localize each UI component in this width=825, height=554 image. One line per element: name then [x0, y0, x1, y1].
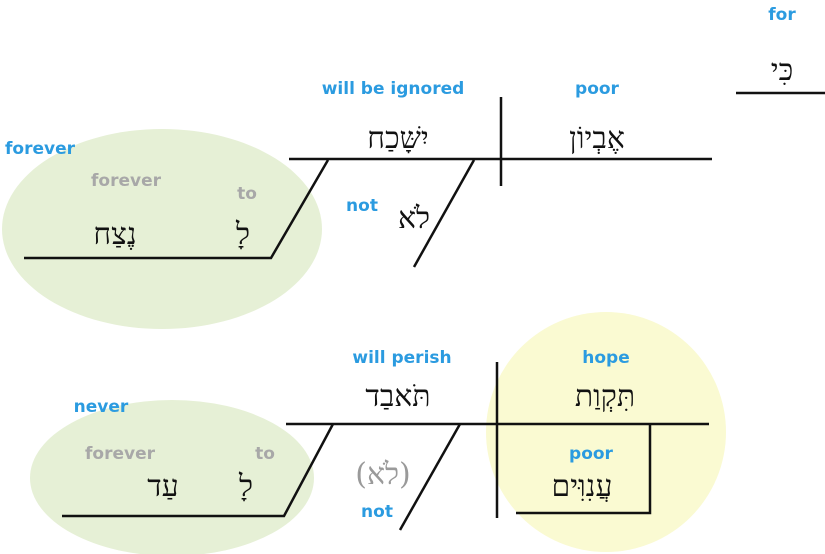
- preposition-hebrew-1: לָ: [235, 217, 250, 252]
- phrase-gloss-1: forever: [5, 139, 76, 159]
- conjunction-gloss: for: [768, 5, 796, 25]
- object-gloss-1: forever: [91, 171, 162, 191]
- genitive-line: [516, 424, 652, 515]
- negation-hebrew-1: לֹא: [398, 201, 430, 236]
- negation-hebrew-2: (לֹא): [355, 457, 410, 492]
- preposition-hebrew-2: לָ: [238, 469, 253, 504]
- object-hebrew-2: עַד: [147, 469, 178, 504]
- negation-gloss-1: not: [346, 196, 378, 216]
- verb-gloss-1: will be ignored: [322, 79, 465, 99]
- green-highlight-top: [2, 129, 322, 329]
- genitive-gloss: poor: [569, 444, 614, 464]
- subject-gloss-2: hope: [582, 348, 629, 368]
- genitive-hebrew: עֲנִוִּים: [552, 469, 613, 504]
- yellow-highlight: [486, 312, 726, 552]
- preposition-gloss-1: to: [237, 184, 257, 204]
- phrase-gloss-2: never: [74, 397, 129, 417]
- object-hebrew-1: נֶצַח: [93, 217, 136, 252]
- conjunction-hebrew: כִּי: [771, 53, 794, 88]
- subject-gloss-1: poor: [575, 79, 620, 99]
- negation-line-2: [398, 423, 462, 531]
- verb-gloss-2: will perish: [352, 348, 451, 368]
- verb-hebrew-2: תֹּאבַד: [365, 379, 430, 414]
- phrase-line-1: [24, 159, 330, 260]
- object-gloss-2: forever: [85, 444, 156, 464]
- preposition-gloss-2: to: [255, 444, 275, 464]
- subject-hebrew-2: תִּקְוַת: [575, 379, 635, 414]
- verb-hebrew-1: יִשָּׁכַח: [367, 121, 429, 156]
- phrase-line-2: [62, 423, 335, 518]
- subject-hebrew-1: אֶבְיוֹן: [569, 121, 625, 156]
- negation-gloss-2: not: [361, 502, 393, 522]
- negation-line-1: [412, 159, 476, 268]
